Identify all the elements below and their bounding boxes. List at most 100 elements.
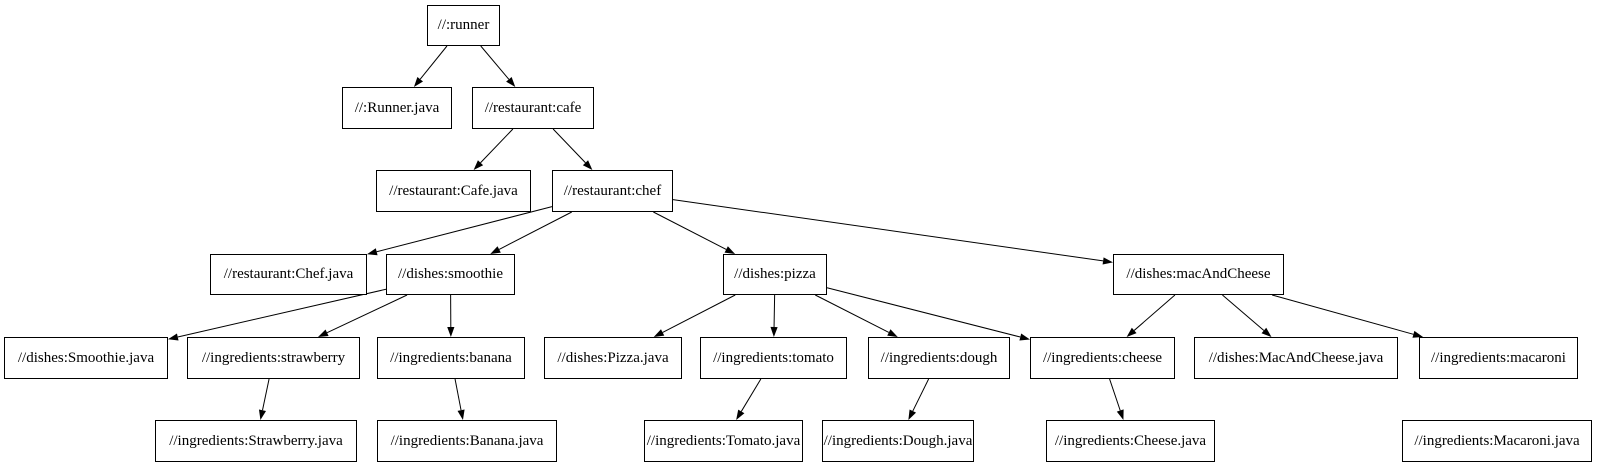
edge-arrowhead-icon — [1102, 257, 1113, 265]
edge-line — [480, 45, 510, 80]
edge-line — [419, 45, 448, 80]
graph-edge-smoothie-to-smoothie_java — [168, 288, 387, 341]
graph-node-label: //ingredients:Cheese.java — [1054, 432, 1207, 449]
edge-arrowhead-icon — [770, 326, 778, 337]
edge-arrowhead-icon — [908, 409, 917, 420]
edge-line — [815, 294, 890, 333]
graph-node-label: //dishes:Smoothie.java — [17, 349, 155, 366]
graph-edge-chef-to-pizza — [653, 211, 736, 254]
edge-line — [672, 199, 1104, 262]
graph-node-label: //ingredients:Dough.java — [823, 432, 973, 449]
graph-node-chef: //restaurant:chef — [552, 170, 673, 212]
graph-edge-tomato-to-tomato_java — [736, 378, 762, 420]
edge-line — [1272, 294, 1414, 335]
edge-arrowhead-icon — [447, 326, 455, 337]
graph-node-dough_java: //ingredients:Dough.java — [822, 420, 974, 462]
graph-node-macaroni_java: //ingredients:Macaroni.java — [1402, 420, 1592, 462]
graph-node-runner: //:runner — [427, 5, 500, 46]
edge-line — [653, 211, 727, 250]
edge-line — [262, 378, 270, 411]
graph-node-label: //ingredients:strawberry — [201, 349, 346, 366]
graph-node-label: //dishes:MacAndCheese.java — [1208, 349, 1384, 366]
graph-node-strawberry_java: //ingredients:Strawberry.java — [155, 420, 357, 462]
graph-node-banana: //ingredients:banana — [377, 337, 525, 379]
graph-edge-cafe-to-chef — [552, 128, 593, 170]
edge-arrowhead-icon — [887, 329, 898, 337]
edge-line — [480, 128, 514, 164]
graph-node-label: //ingredients:Banana.java — [390, 432, 544, 449]
edge-arrowhead-icon — [1126, 327, 1137, 337]
graph-node-label: //ingredients:banana — [390, 349, 512, 366]
graph-edge-cafe-to-cafe_java — [473, 128, 514, 170]
graph-node-pizza: //dishes:pizza — [723, 254, 827, 295]
graph-edge-banana-to-banana_java — [454, 378, 465, 420]
edge-line — [326, 294, 408, 334]
graph-node-label: //restaurant:chef — [563, 182, 662, 199]
edge-line — [1133, 294, 1176, 331]
edge-arrowhead-icon — [473, 160, 484, 170]
graph-edge-chef-to-macandcheese — [672, 199, 1113, 265]
edge-line — [773, 294, 776, 328]
edge-arrowhead-icon — [457, 409, 465, 420]
edge-line — [662, 294, 736, 333]
graph-node-macandcheese: //dishes:macAndCheese — [1113, 254, 1284, 295]
edge-line — [376, 206, 553, 253]
edge-arrowhead-icon — [1019, 333, 1030, 341]
graph-node-tomato: //ingredients:tomato — [700, 337, 847, 379]
graph-edge-runner-to-runner_java — [413, 45, 448, 87]
graph-node-label: //dishes:smoothie — [398, 266, 503, 282]
edge-arrowhead-icon — [258, 409, 267, 420]
graph-node-label: //:runner — [437, 17, 490, 33]
graph-node-runner_java: //:Runner.java — [342, 87, 452, 129]
graph-node-label: //ingredients:macaroni — [1431, 349, 1566, 366]
graph-node-smoothie: //dishes:smoothie — [386, 254, 515, 295]
graph-node-label: //ingredients:tomato — [713, 349, 834, 366]
graph-node-label: //restaurant:cafe — [484, 99, 582, 116]
edge-arrowhead-icon — [1412, 330, 1424, 338]
graph-edge-pizza-to-dough — [815, 294, 898, 337]
graph-node-cafe: //restaurant:cafe — [472, 87, 594, 129]
graph-node-banana_java: //ingredients:Banana.java — [377, 420, 557, 462]
edge-arrowhead-icon — [506, 77, 516, 87]
edge-line — [912, 378, 930, 412]
graph-edge-chef-to-smoothie — [490, 211, 572, 254]
edge-line — [552, 128, 586, 164]
graph-node-label: //dishes:macAndCheese — [1126, 266, 1271, 282]
edge-line — [740, 378, 762, 412]
edge-line — [1109, 378, 1121, 411]
graph-node-dough: //ingredients:dough — [868, 337, 1010, 379]
edge-arrowhead-icon — [490, 246, 501, 254]
edge-arrowhead-icon — [653, 329, 665, 337]
edge-arrowhead-icon — [736, 409, 745, 420]
graph-node-label: //ingredients:cheese — [1042, 349, 1163, 366]
graph-node-label: //ingredients:Macaroni.java — [1414, 432, 1580, 449]
graph-node-label: //ingredients:Tomato.java — [646, 432, 801, 449]
graph-node-label: //dishes:pizza — [734, 266, 816, 282]
graph-node-pizza_java: //dishes:Pizza.java — [544, 337, 682, 379]
graph-edge-chef-to-chef_java — [367, 206, 553, 256]
graph-edge-cheese-to-cheese_java — [1109, 378, 1124, 420]
graph-node-chef_java: //restaurant:Chef.java — [210, 254, 367, 295]
edge-arrowhead-icon — [168, 333, 179, 341]
graph-node-cheese: //ingredients:cheese — [1030, 337, 1175, 379]
edge-line — [1222, 294, 1265, 331]
graph-node-label: //ingredients:dough — [880, 349, 998, 366]
graph-edge-macandcheese-to-macaroni — [1272, 294, 1424, 338]
edge-arrowhead-icon — [413, 76, 424, 87]
graph-edge-macandcheese-to-cheese — [1126, 294, 1176, 337]
edge-line — [826, 287, 1021, 338]
graph-edge-pizza-to-pizza_java — [653, 294, 736, 337]
graph-node-cheese_java: //ingredients:Cheese.java — [1046, 420, 1215, 462]
graph-node-strawberry: //ingredients:strawberry — [187, 337, 360, 379]
graph-node-cafe_java: //restaurant:Cafe.java — [376, 170, 531, 212]
edge-arrowhead-icon — [582, 160, 593, 170]
edge-line — [498, 211, 572, 250]
graph-node-label: //:Runner.java — [354, 99, 440, 116]
edge-arrowhead-icon — [318, 329, 329, 337]
graph-edge-runner-to-cafe — [480, 45, 516, 87]
graph-node-label: //ingredients:Strawberry.java — [169, 432, 343, 449]
graph-node-label: //restaurant:Chef.java — [223, 266, 354, 282]
edge-arrowhead-icon — [367, 248, 378, 256]
